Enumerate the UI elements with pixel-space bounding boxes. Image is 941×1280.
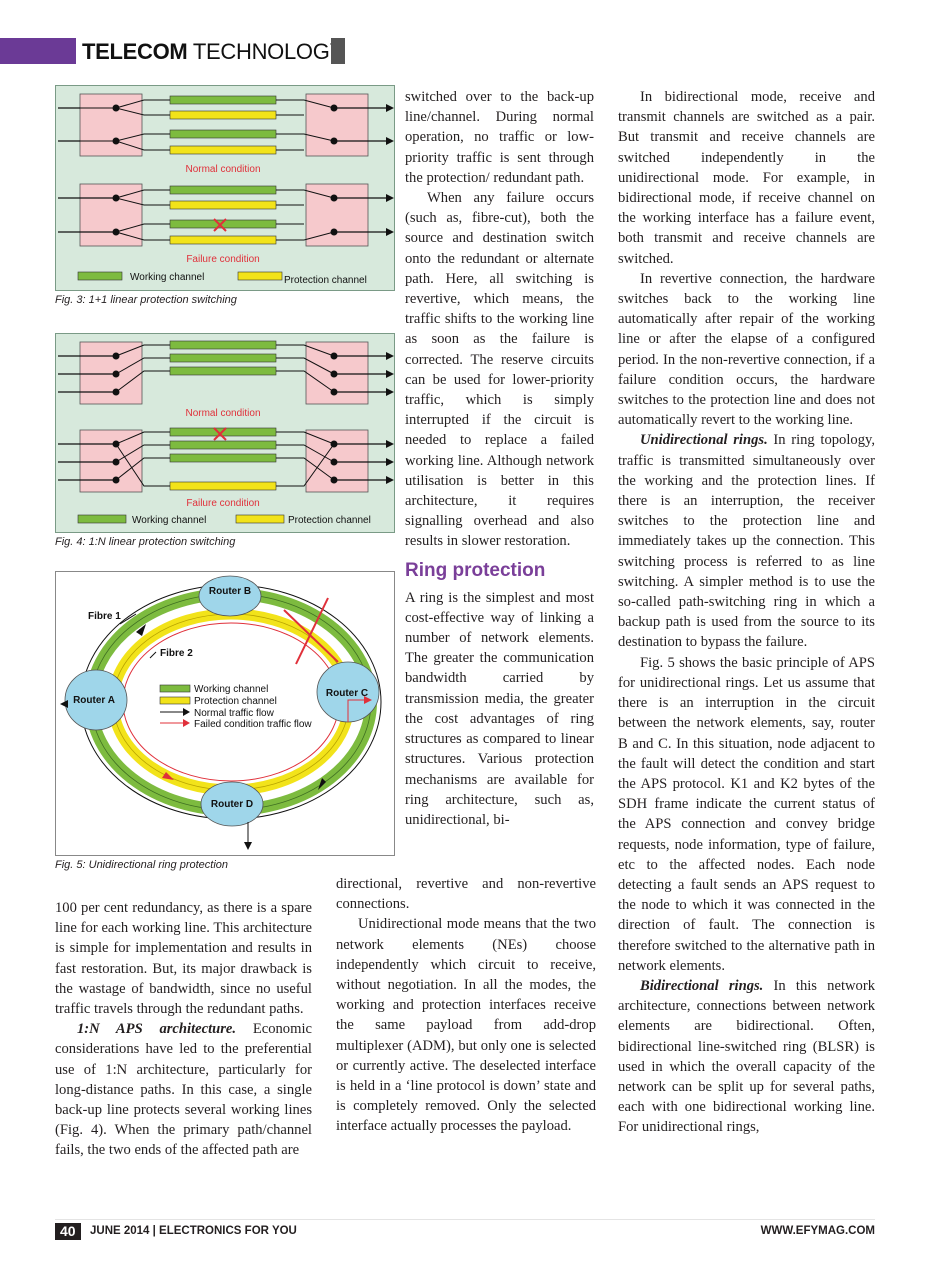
col3-paragraph-3: Unidirectional rings. In ring topology, …: [618, 430, 875, 652]
fig3-failure-label: Failure condition: [186, 254, 259, 265]
figure-3-caption: Fig. 3: 1+1 linear protection switching: [55, 294, 237, 306]
col3-paragraph-5: Bidirectional rings. In this network arc…: [618, 976, 875, 1138]
column-3: In bidirectional mode, receive and trans…: [618, 87, 875, 1138]
col3-paragraph-2: In revertive connection, the hardware sw…: [618, 270, 875, 429]
footer-issue: JUNE 2014 | ELECTRONICS FOR YOU: [90, 1225, 297, 1237]
figure-5-diagram: Router B Router A Router C Router D Fibr…: [55, 571, 395, 856]
run-in-heading-bidirectional-rings: Bidirectional rings.: [640, 977, 764, 994]
figure-4-caption: Fig. 4: 1:N linear protection switching: [55, 536, 236, 548]
header-end-block: [331, 38, 345, 64]
router-c-label: Router C: [326, 688, 368, 699]
figure-3-diagram: Normal condition Failure condition Worki…: [55, 85, 395, 291]
section-header-light: TECHNOLOGY: [192, 39, 344, 64]
fig5-legend-failed-flow: Failed condition traffic flow: [194, 719, 312, 730]
fig5-legend-normal-flow: Normal traffic flow: [194, 708, 275, 719]
figure-5-caption: Fig. 5: Unidirectional ring protection: [55, 859, 229, 871]
footer-rule: [55, 1219, 875, 1220]
col2-paragraph-3: A ring is the simplest and most cost-eff…: [405, 589, 594, 828]
fibre-1-label: Fibre 1: [88, 611, 121, 622]
fault-x-icon: [213, 427, 227, 441]
section-header: TELECOM TECHNOLOGY: [82, 38, 344, 64]
fault-x-icon: [213, 218, 227, 232]
col1-paragraph-1: 100 per cent redundancy, as there is a s…: [55, 900, 312, 1018]
fig4-failure-label: Failure condition: [186, 498, 259, 509]
col1-paragraph-2-text: Economic considerations have led to the …: [55, 1021, 312, 1159]
col2-paragraph-4: Unidirectional mode means that the two n…: [336, 916, 596, 1135]
fig3-legend-working: Working channel: [130, 272, 204, 283]
fig5-legend-working: Working channel: [194, 684, 268, 695]
section-header-bold: TELECOM: [82, 39, 188, 64]
col2-paragraph-2: When any failure occurs (such as, fibre-…: [405, 190, 594, 550]
col3-paragraph-4: Fig. 5 shows the basic principle of APS …: [618, 654, 875, 974]
router-a-label: Router A: [73, 695, 115, 706]
column-2-lower: directional, revertive and non-revertive…: [336, 874, 596, 1137]
fig4-normal-label: Normal condition: [185, 408, 260, 419]
fig4-legend-working: Working channel: [132, 515, 206, 526]
section-heading-ring-protection: Ring protection: [405, 559, 546, 581]
col3-paragraph-5-text: In this network architecture, connection…: [618, 977, 875, 1136]
run-in-heading-1n-aps: 1:N APS architecture.: [77, 1021, 237, 1038]
fig3-normal-label: Normal condition: [185, 164, 260, 175]
col3-paragraph-3-text: In ring topology, traffic is transmitted…: [618, 432, 875, 651]
run-in-heading-unidirectional-rings: Unidirectional rings.: [640, 432, 768, 449]
footer-website: WWW.EFYMAG.COM: [760, 1225, 875, 1237]
fig5-legend-protection: Protection channel: [194, 696, 277, 707]
figure-4-diagram: Normal condition Failure condition Worki…: [55, 333, 395, 533]
fibre-2-label: Fibre 2: [160, 648, 193, 659]
col2-paragraph-3-cont: directional, revertive and non-revertive…: [336, 876, 596, 913]
col3-paragraph-1: In bidirectional mode, receive and trans…: [618, 89, 875, 267]
header-accent-bar: [0, 38, 76, 64]
column-1: 100 per cent redundancy, as there is a s…: [55, 898, 312, 1161]
fault-x-icon: [283, 597, 339, 665]
router-b-label: Router B: [209, 586, 251, 597]
col1-paragraph-2: 1:N APS architecture. Economic considera…: [55, 1019, 312, 1160]
router-d-label: Router D: [211, 799, 253, 810]
column-2: switched over to the back-up line/channe…: [405, 87, 594, 830]
fig4-legend-protection: Protection channel: [288, 515, 371, 526]
fig3-legend-protection: Protection channel: [284, 275, 367, 286]
col2-paragraph-1: switched over to the back-up line/channe…: [405, 89, 594, 186]
page-number: 40: [55, 1223, 81, 1240]
